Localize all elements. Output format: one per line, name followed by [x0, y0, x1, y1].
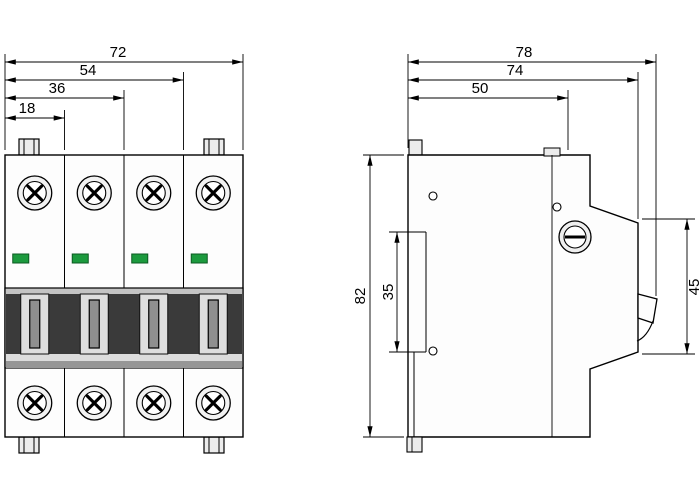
dim-label-front-section-height: 45 [686, 279, 700, 296]
top-notch [543, 147, 561, 157]
toggle-handle [20, 293, 50, 355]
dim-label-body-depth: 74 [507, 62, 524, 79]
toggle-lever-curve [636, 320, 654, 342]
toggle-handle [198, 293, 228, 355]
mounting-clip [203, 436, 225, 454]
terminal-screw-icon [135, 384, 173, 422]
dim-label-three-pole-width: 54 [80, 62, 97, 79]
mounting-clip [203, 138, 225, 156]
dim-label-upper-depth: 50 [472, 80, 489, 97]
status-indicator-window [190, 253, 208, 264]
terminal-screw-icon [194, 174, 232, 212]
status-indicator-window [71, 253, 89, 264]
terminal-screw-icon [16, 384, 54, 422]
terminal-screw-icon [194, 384, 232, 422]
terminal-screw-icon [75, 384, 113, 422]
rivet-icon [552, 202, 562, 212]
terminal-screw-icon [135, 174, 173, 212]
toggle-band-strip [6, 361, 242, 368]
dim-label-one-pole-width: 18 [19, 100, 36, 117]
dim-label-two-pole-width: 36 [49, 80, 66, 97]
toggle-handle [79, 293, 109, 355]
dim-label-overall-height: 82 [352, 288, 369, 305]
rivet-icon [428, 191, 438, 201]
rivet-icon [428, 346, 438, 356]
status-indicator-window [12, 253, 30, 264]
front-view [4, 138, 244, 454]
dim-label-overall-width: 72 [110, 44, 127, 61]
side-view [406, 139, 658, 453]
front-dimensions: 72 54 36 18 [4, 44, 244, 150]
mounting-clip [18, 436, 40, 454]
side-dimensions: 78 74 50 82 35 45 [352, 44, 700, 438]
toggle-handle [139, 293, 169, 355]
side-breaker-body [407, 154, 639, 438]
dim-label-overall-depth: 78 [516, 44, 533, 61]
din-clip-tab [406, 436, 423, 453]
dim-label-din-recess-height: 35 [380, 284, 397, 301]
terminal-screw-icon [75, 174, 113, 212]
din-top-tab [408, 139, 423, 156]
mounting-clip [18, 138, 40, 156]
toggle-lever [637, 293, 658, 324]
status-indicator-window [131, 253, 149, 264]
toggle-band-strip [6, 354, 242, 361]
terminal-screw-icon [16, 174, 54, 212]
